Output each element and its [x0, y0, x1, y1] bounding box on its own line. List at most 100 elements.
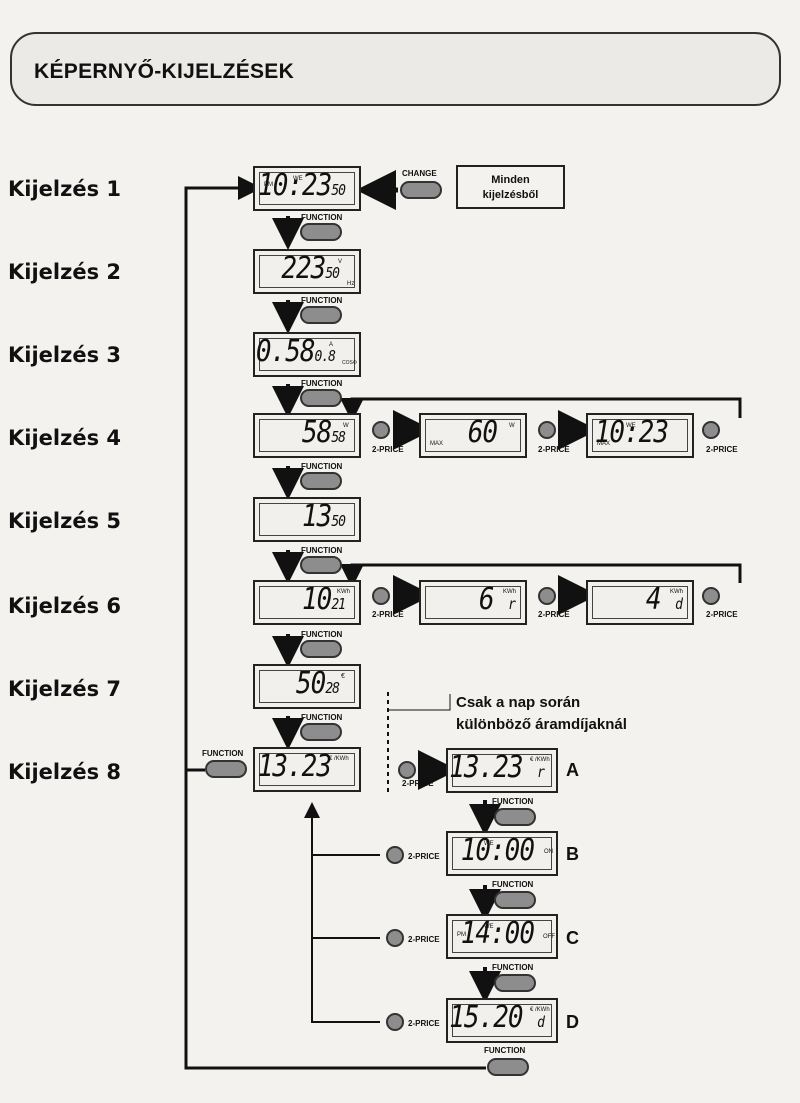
two-price-button-8[interactable]	[398, 761, 416, 779]
lcd-display-6-tariff-d: KWh 4 d	[586, 580, 694, 625]
row-label-1: Kijelzés 1	[8, 177, 121, 201]
lcd-display-d: € /KWh 15.20 d	[446, 998, 558, 1043]
function-label-7: FUNCTION	[301, 713, 343, 722]
function-label-5: FUNCTION	[301, 546, 343, 555]
note-line-2: különböző áramdíjaknál	[456, 716, 627, 733]
display-6c-sub: d	[675, 596, 683, 614]
we-indicator: WE	[484, 924, 494, 930]
display-1-main: 10:23	[258, 168, 332, 204]
display-c-main: 14:00	[460, 916, 535, 952]
function-button-b[interactable]	[494, 891, 536, 909]
row-label-2: Kijelzés 2	[8, 260, 121, 284]
two-price-label-4c: 2-PRICE	[706, 445, 738, 454]
pm-indicator: PM	[264, 182, 273, 188]
function-label-3: FUNCTION	[301, 379, 343, 388]
display-2-main: 223	[281, 251, 326, 287]
lcd-display-6-tariff-r: KWh 6 r	[419, 580, 527, 625]
lcd-display-7: € 5028	[253, 664, 361, 709]
kwh-unit: KWh	[670, 589, 684, 595]
display-4b-main: 60	[467, 415, 498, 451]
function-button-d[interactable]	[487, 1058, 529, 1076]
row-label-7: Kijelzés 7	[8, 677, 121, 701]
display-d-sub: d	[537, 1014, 545, 1032]
lcd-display-2: V Hz 22350	[253, 249, 361, 294]
two-price-label-8: 2-PRICE	[402, 779, 434, 788]
function-button-a[interactable]	[494, 808, 536, 826]
lcd-display-4: W 5858	[253, 413, 361, 458]
kwh-unit: KWh	[337, 589, 351, 595]
watt-unit: W	[343, 423, 349, 429]
lcd-display-4-max-time: MAX WE 10:23	[586, 413, 694, 458]
function-button-5[interactable]	[300, 556, 342, 574]
two-price-button-6c[interactable]	[702, 587, 720, 605]
change-label: CHANGE	[402, 169, 437, 178]
display-d-main: 15.20	[449, 1000, 523, 1036]
two-price-label-c: 2-PRICE	[408, 935, 440, 944]
function-button-2[interactable]	[300, 306, 342, 324]
display-6b-sub: r	[508, 596, 516, 614]
row-label-8: Kijelzés 8	[8, 760, 121, 784]
two-price-label-4b: 2-PRICE	[538, 445, 570, 454]
step-letter-a: A	[566, 760, 579, 780]
two-price-label-6a: 2-PRICE	[372, 610, 404, 619]
two-price-button-6b[interactable]	[538, 587, 556, 605]
kwh-unit: KWh	[503, 589, 517, 595]
display-6b-main: 6	[478, 582, 495, 618]
lcd-display-3: A COSΦ 0.580.8	[253, 332, 361, 377]
function-label-c: FUNCTION	[492, 963, 534, 972]
function-button-1[interactable]	[300, 223, 342, 241]
two-price-label-6b: 2-PRICE	[538, 610, 570, 619]
row-label-3: Kijelzés 3	[8, 343, 121, 367]
two-price-button-d[interactable]	[386, 1013, 404, 1031]
step-letter-b: B	[566, 844, 579, 864]
price-unit: € /KWh	[530, 1007, 550, 1013]
display-4c-main: 10:23	[594, 415, 669, 451]
from-all-line2: kijelzésből	[482, 189, 539, 201]
we-indicator: WE	[293, 176, 303, 182]
pm-indicator: PM	[457, 932, 466, 938]
two-price-button-4c[interactable]	[702, 421, 720, 439]
two-price-button-4a[interactable]	[372, 421, 390, 439]
two-price-button-b[interactable]	[386, 846, 404, 864]
hertz-unit: Hz	[347, 281, 355, 287]
from-all-line1: Minden	[491, 174, 530, 186]
euro-unit: €	[341, 673, 345, 680]
off-indicator: OFF	[543, 934, 555, 940]
two-price-label-d: 2-PRICE	[408, 1019, 440, 1028]
on-indicator: ON	[544, 849, 553, 855]
lcd-display-6: KWh 1021	[253, 580, 361, 625]
display-8-main: 13.23	[257, 749, 332, 785]
function-button-8[interactable]	[205, 760, 247, 778]
function-button-4[interactable]	[300, 472, 342, 490]
lcd-display-a: € /KWh 13.23 r	[446, 748, 558, 793]
step-letter-d: D	[566, 1012, 579, 1032]
function-button-3[interactable]	[300, 389, 342, 407]
function-button-c[interactable]	[494, 974, 536, 992]
display-3-sub: 0.8	[314, 348, 337, 366]
amp-unit: A	[329, 342, 334, 348]
note-line-1: Csak a nap során	[456, 694, 581, 711]
change-button[interactable]	[400, 181, 442, 199]
price-unit: € /KWh	[530, 757, 550, 763]
display-1-sub: 50	[331, 182, 346, 200]
display-7-main: 50	[296, 666, 326, 702]
display-5-main: 13	[302, 499, 332, 535]
lcd-display-8: € /KWh 13.23	[253, 747, 361, 792]
display-6-main: 10	[302, 582, 332, 618]
watt-unit: W	[509, 423, 515, 429]
we-indicator: WE	[484, 841, 494, 847]
display-4-main: 58	[302, 415, 332, 451]
function-label-2: FUNCTION	[301, 296, 343, 305]
lcd-display-1: PM WE 10:2350	[253, 166, 361, 211]
function-label-1: FUNCTION	[301, 213, 343, 222]
function-button-7[interactable]	[300, 723, 342, 741]
two-price-button-6a[interactable]	[372, 587, 390, 605]
two-price-button-c[interactable]	[386, 929, 404, 947]
row-label-4: Kijelzés 4	[8, 426, 121, 450]
two-price-button-4b[interactable]	[538, 421, 556, 439]
function-button-6[interactable]	[300, 640, 342, 658]
step-letter-c: C	[566, 928, 579, 948]
display-4-sub: 58	[331, 429, 346, 447]
display-5-sub: 50	[331, 513, 346, 531]
